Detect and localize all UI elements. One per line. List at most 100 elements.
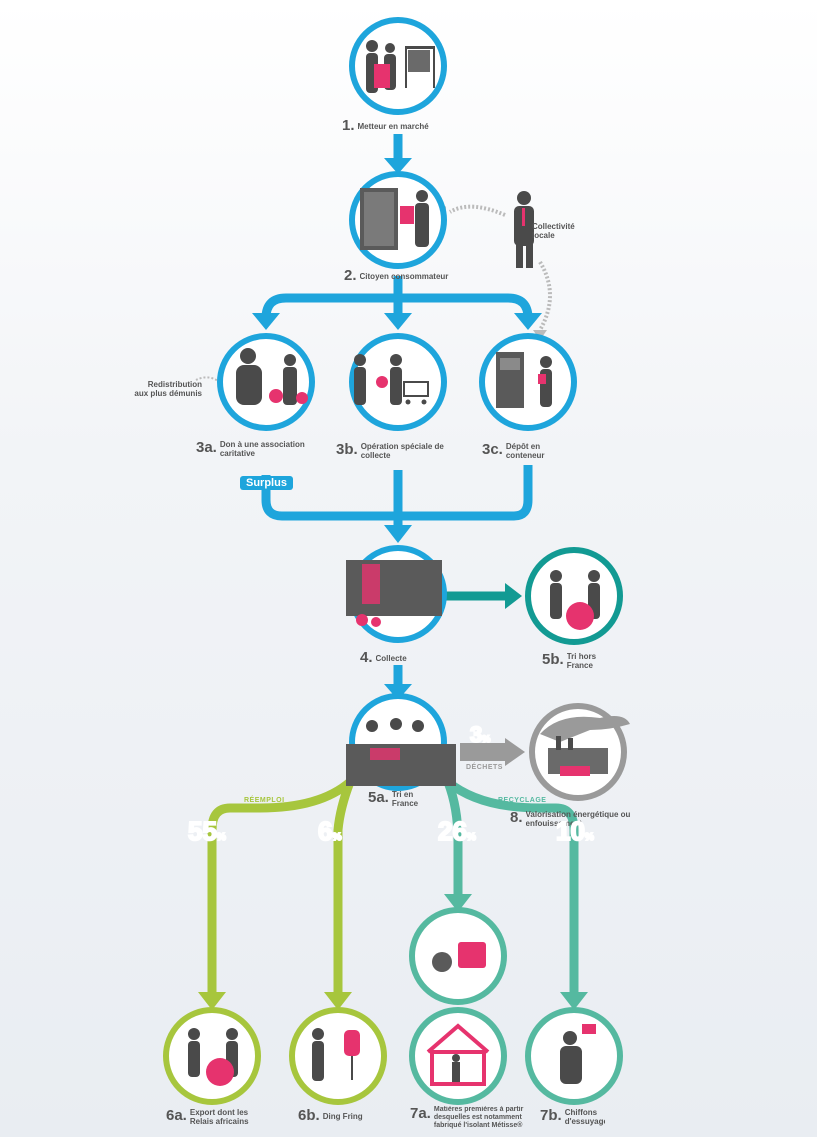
redistribution-label: Redistribution aux plus démunis [134, 380, 202, 398]
arrowhead-8 [505, 738, 525, 766]
percent-26-value: 26 [437, 815, 468, 847]
dotted-arrow-collectivite-3c [538, 260, 552, 331]
wardrobe-icon [360, 188, 429, 250]
charity-icon [236, 348, 308, 405]
node-5a-label: 5a. Tri en France [368, 790, 438, 808]
arrowhead-4 [384, 525, 412, 543]
arrowhead-7b [560, 992, 588, 1010]
node-1-label: 1. Metteur en marché [342, 118, 472, 133]
node-3a-number: 3a. [196, 439, 217, 456]
mannequin-icon [312, 1028, 360, 1081]
node-6a-text: Export dont les Relais africains [189, 1108, 249, 1126]
recyclage-band-label: RECYCLAGE [498, 797, 547, 804]
percent-3-unit: % [481, 733, 491, 745]
percent-26: 26% [437, 815, 477, 847]
node-3b-text: Opération spéciale de collecte [360, 442, 444, 460]
node-4-number: 4. [360, 649, 373, 666]
branch-6a [207, 778, 353, 1000]
node-2-label: 2. Citoyen consommateur [344, 268, 484, 283]
percent-10-value: 10 [555, 815, 586, 847]
sweater-icon [432, 942, 486, 972]
pictograms [188, 40, 630, 1086]
node-7a-text: Matières premières à partir desquelles e… [433, 1106, 524, 1129]
node-6a-label: 6a. Export dont les Relais africains [166, 1108, 256, 1126]
clothing-rack-icon [366, 40, 435, 93]
node-6a-circle [163, 1007, 261, 1105]
node-5b-label: 5b. Tri hors France [542, 652, 622, 670]
node-2-number: 2. [344, 267, 357, 284]
node-1-circle [349, 17, 447, 115]
percent-55-unit: % [216, 831, 227, 844]
node-6b-label: 6b. Ding Fring [298, 1108, 388, 1123]
node-6a-number: 6a. [166, 1107, 187, 1124]
node-3c-label: 3c. Dépôt en conteneur [482, 442, 572, 460]
node-3b-label: 3b. Opération spéciale de collecte [336, 442, 466, 460]
house-insulation-icon [426, 1023, 490, 1086]
connectors [195, 134, 588, 1010]
percent-3: 3% [469, 721, 491, 748]
arrowhead-3a [252, 313, 280, 330]
percent-55-value: 55 [187, 815, 218, 847]
percent-6: 6% [317, 815, 342, 847]
node-3c-number: 3c. [482, 441, 503, 458]
node-3a-circle [217, 333, 315, 431]
reemploi-band-label: RÉEMPLOI [244, 797, 285, 804]
node-1-number: 1. [342, 117, 355, 134]
globe-handshake-icon [550, 570, 600, 630]
node-6b-circle [289, 1007, 387, 1105]
node-7b-text: Chiffons d'essuyage [564, 1108, 605, 1126]
dotted-arrow-redistribution [195, 376, 227, 389]
percent-3-value: 3 [469, 721, 483, 748]
node-3a-text: Don à une association caritative [219, 440, 305, 458]
node-5b-number: 5b. [542, 651, 564, 668]
node-8-text: Valorisation énergétique ou enfouissemen… [525, 810, 631, 828]
export-globe-icon [188, 1028, 238, 1086]
arrowhead-1-2 [384, 158, 412, 174]
node-7b-label: 7b. Chiffons d'essuyage [540, 1108, 620, 1126]
node-5a-text: Tri en France [391, 790, 419, 808]
arrowhead-5a [384, 684, 412, 700]
node-1-text: Metteur en marché [357, 122, 429, 131]
node-5a-number: 5a. [368, 789, 389, 806]
percent-10-unit: % [584, 831, 595, 844]
node-8-label: 8. Valorisation énergétique ou enfouisse… [510, 810, 650, 828]
node-7a-number: 7a. [410, 1105, 431, 1122]
wiping-cloth-icon [560, 1024, 596, 1084]
arrowhead-6b [324, 992, 352, 1010]
node-6b-number: 6b. [298, 1107, 320, 1124]
node-7a-label: 7a. Matières premières à partir desquell… [410, 1106, 530, 1130]
percent-6-unit: % [331, 831, 342, 844]
sorting-table-icon [346, 718, 456, 786]
percent-6-value: 6 [317, 815, 334, 847]
node-8-number: 8. [510, 809, 523, 826]
shopping-cart-icon [354, 354, 429, 405]
node-3c-circle [479, 333, 577, 431]
mayor-icon [514, 191, 534, 268]
dotted-arrow-collectivite-2 [448, 204, 506, 217]
node-7b-number: 7b. [540, 1107, 562, 1124]
arrowhead-3b [384, 313, 412, 330]
branch-7b [445, 778, 579, 1000]
node-3a-label: 3a. Don à une association caritative [196, 440, 332, 458]
truck-icon [346, 560, 442, 627]
node-2-text: Citoyen consommateur [359, 272, 449, 281]
arrowhead-5b [505, 583, 522, 609]
percent-55: 55% [187, 815, 227, 847]
node-6b-text: Ding Fring [322, 1112, 363, 1121]
node-3c-text: Dépôt en conteneur [505, 442, 545, 460]
percent-10: 10% [555, 815, 595, 847]
percent-26-unit: % [466, 831, 477, 844]
node-5b-text: Tri hors France [566, 652, 597, 670]
arrowhead-3c [514, 313, 542, 330]
branch-6b [333, 780, 355, 1000]
arrowhead-7a [444, 894, 472, 912]
node-3b-number: 3b. [336, 441, 358, 458]
node-4-label: 4. Collecte [360, 650, 450, 665]
factory-icon [540, 716, 630, 776]
container-icon [496, 352, 552, 408]
collectivite-label: Collectivité locale [532, 222, 575, 240]
dechets-band-label: DÉCHETS [466, 764, 503, 771]
surplus-badge: Surplus [240, 476, 293, 490]
